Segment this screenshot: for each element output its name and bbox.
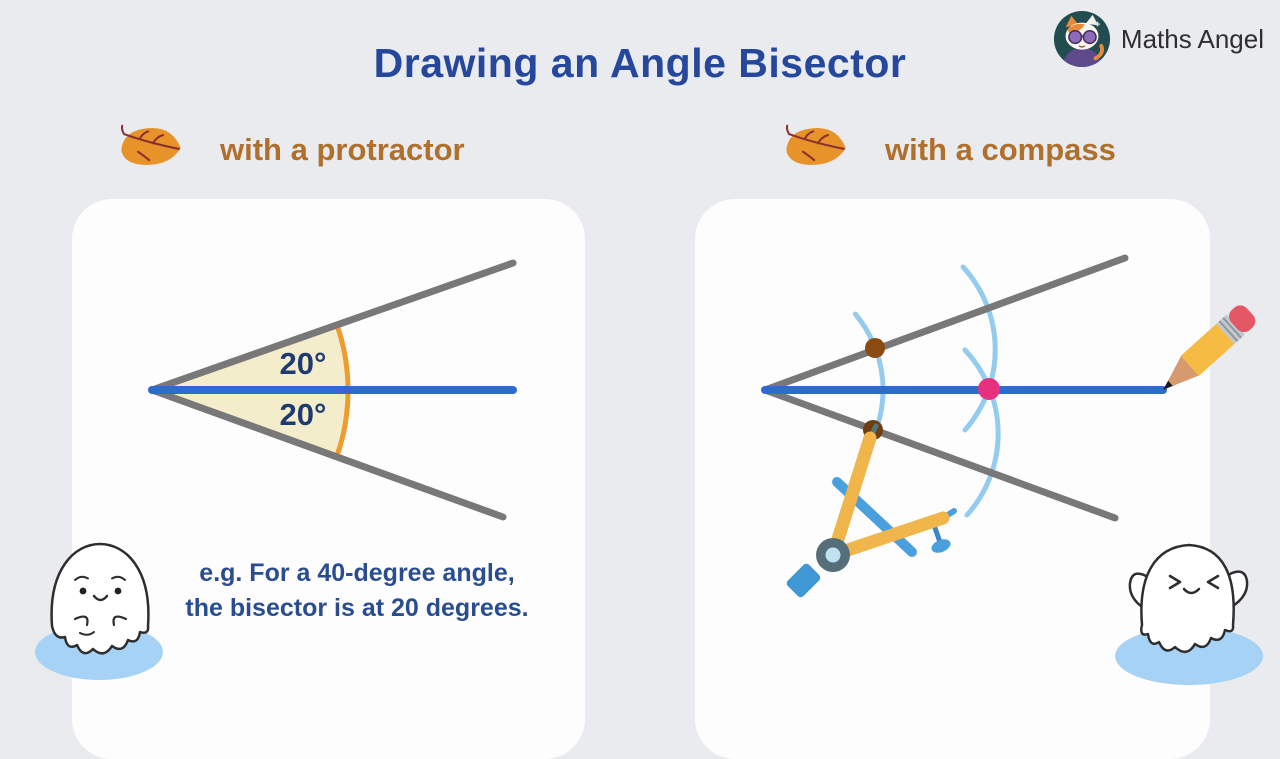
ferrule-stripe <box>1222 317 1242 339</box>
compass-diagram <box>761 254 1256 598</box>
ghost-eye-right <box>114 587 122 595</box>
ghost-smile <box>1182 587 1201 595</box>
example-caption: e.g. For a 40-degree angle, the bisector… <box>132 556 582 626</box>
cat-with-sunglasses-icon <box>1053 10 1110 68</box>
ghost-eyebrows <box>74 575 126 581</box>
right-section-heading: with a compass <box>781 122 1116 174</box>
sparkle-icon <box>1094 21 1100 27</box>
ghost-body <box>50 542 150 655</box>
pencil-wood <box>1168 355 1200 386</box>
upper-ray <box>148 259 517 394</box>
angle-label-lower: 20° <box>279 397 327 432</box>
lower-ray <box>148 386 507 521</box>
left-heading-label: with a protractor <box>220 132 465 167</box>
sunglasses-lens-right <box>1082 30 1097 45</box>
lower-ray <box>761 386 1119 522</box>
ghost-arm-line <box>79 631 95 636</box>
protractor-diagram <box>148 259 517 521</box>
arc-from-lower-mark <box>962 347 1001 518</box>
cat-mouth <box>1078 45 1086 48</box>
compass-handle <box>786 563 821 598</box>
arc-from-upper-mark <box>960 264 998 433</box>
cat-hoodie <box>1061 47 1103 68</box>
compass-pivot-center <box>825 547 841 563</box>
caption-line-2: the bisector is at 20 degrees. <box>185 594 529 622</box>
right-heading-label: with a compass <box>885 132 1116 167</box>
ghost-eye-right-closed <box>1206 574 1220 590</box>
ghost-body <box>1140 543 1235 653</box>
logo-text: Maths Angel <box>1120 23 1264 54</box>
caption-line-1: e.g. For a 40-degree angle, <box>199 559 515 587</box>
intersection-point <box>978 378 1000 400</box>
angle-label-upper: 20° <box>279 346 327 381</box>
leaf-icon <box>120 124 181 165</box>
sunglasses-lens-left <box>1068 30 1083 45</box>
upper-compass-mark <box>865 338 885 358</box>
compass-screw-stem <box>932 525 943 545</box>
compass-needle-leg <box>826 431 877 562</box>
leaf-icon <box>785 124 846 165</box>
maths-angel-logo: Maths Angel <box>1053 10 1264 68</box>
page-title: Drawing an Angle Bisector <box>373 40 907 86</box>
ghost-eye-left <box>79 587 87 595</box>
compass-screw-knob <box>931 539 951 553</box>
cat-ear-right <box>1085 14 1099 26</box>
ghost-smile <box>92 594 109 602</box>
pencil-icon <box>1163 305 1256 390</box>
compass-pencil-leg <box>826 511 950 562</box>
ghost-arms <box>73 615 128 627</box>
pencil-lead <box>1163 377 1176 390</box>
cat-tail <box>1093 43 1104 61</box>
ferrule-stripe <box>1218 320 1239 342</box>
ghost-eye-left-closed <box>1168 574 1182 590</box>
upper-ray <box>761 254 1129 394</box>
pencil-ferrule <box>1216 314 1245 344</box>
protractor-card <box>72 199 585 759</box>
compass-icon <box>786 423 957 598</box>
pencil-body <box>1180 323 1235 376</box>
happy-ghost-icon <box>35 542 163 680</box>
pencil-eraser <box>1229 305 1256 333</box>
left-section-heading: with a protractor <box>116 122 465 174</box>
winking-ghost-icon <box>1115 543 1263 685</box>
